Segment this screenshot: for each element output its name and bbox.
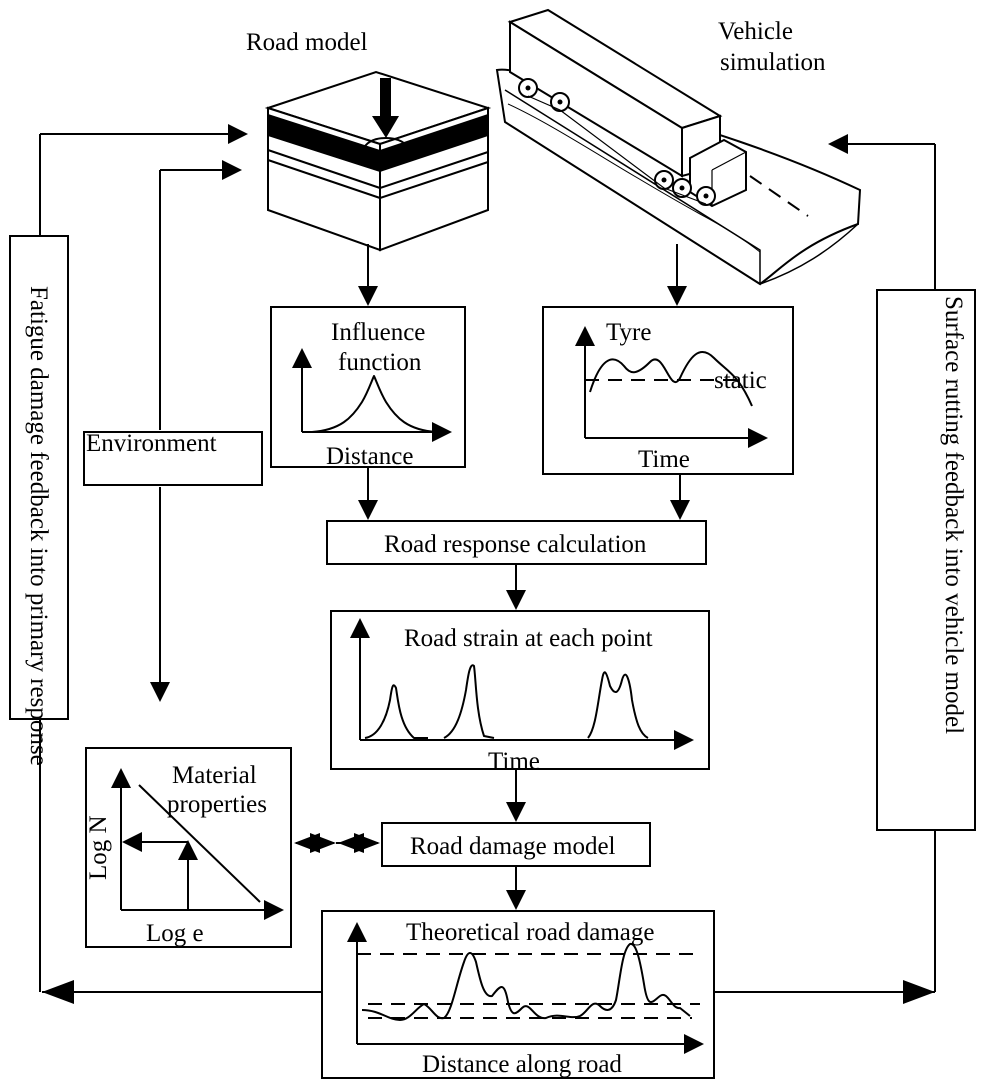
tyre-label: Tyre [606, 319, 651, 346]
strain-axis-label: Time [488, 748, 540, 775]
environment-box [83, 431, 263, 486]
tyre-static-label: static [714, 367, 767, 394]
road-strain-label: Road strain at each point [404, 625, 653, 652]
vehicle-simulation-illustration [495, 8, 862, 286]
influence-label-1: Influence [331, 319, 425, 346]
theoretical-damage-label: Theoretical road damage [406, 919, 654, 946]
log-e-label: Log e [146, 920, 204, 947]
damage-axis-label: Distance along road [422, 1051, 622, 1078]
influence-curve [311, 375, 437, 433]
rutting-feedback-label: Surface rutting feedback into vehicle mo… [940, 296, 967, 734]
damage-curve [361, 942, 691, 1021]
road-damage-model-label: Road damage model [410, 833, 616, 860]
material-label-2: properties [167, 791, 267, 818]
strain-peak-2 [443, 664, 495, 739]
log-n-label: Log N [85, 815, 112, 880]
strain-peak-3 [587, 671, 649, 739]
material-label-1: Material [172, 762, 257, 789]
sn-curve [138, 784, 261, 903]
road-damage-model-box [381, 822, 651, 867]
vehicle-simulation-label-2: simulation [720, 49, 826, 76]
influence-axis-label: Distance [326, 443, 413, 470]
road-response-box [326, 520, 707, 565]
strain-peak-1 [364, 684, 428, 739]
theoretical-damage-box [321, 910, 715, 1079]
environment-label: Environment [86, 430, 217, 457]
influence-label-2: function [338, 349, 422, 376]
tyre-force-curve [589, 351, 753, 407]
tyre-axis-label: Time [638, 446, 690, 473]
road-response-label: Road response calculation [384, 531, 647, 558]
fatigue-feedback-label: Fatigue damage feedback into primary res… [25, 286, 52, 766]
vehicle-simulation-label-1: Vehicle [718, 18, 793, 45]
road-model-label: Road model [246, 29, 368, 56]
rutting-feedback-box [876, 289, 976, 831]
road-model-illustration [264, 70, 492, 252]
road-strain-box [330, 610, 710, 770]
